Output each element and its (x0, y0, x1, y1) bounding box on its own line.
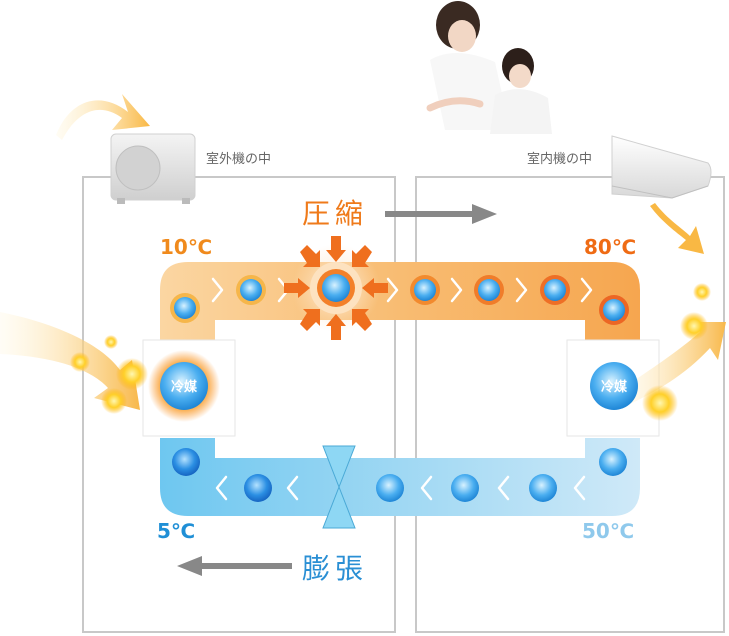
compression-label: 圧縮 (302, 197, 368, 230)
outdoor-unit-label: 室外機の中 (206, 151, 271, 167)
cold-pipe-molecules (172, 448, 627, 502)
outdoor-unit-box (82, 176, 396, 633)
expansion-label: 膨張 (302, 552, 368, 585)
compressor (284, 236, 388, 340)
indoor-hot-temp: 80℃ (584, 235, 636, 259)
indoor-ac-icon (611, 135, 712, 199)
incoming-heat-arrow (56, 94, 150, 140)
ac-airflow-arrow (650, 203, 704, 254)
compression-direction-arrow (385, 204, 497, 224)
outdoor-heat-absorb-arrow (0, 312, 140, 410)
indoor-unit-label: 室内機の中 (527, 151, 592, 167)
indoor-heat-release-arrow (620, 322, 726, 404)
hot-pipe-molecules (170, 275, 629, 325)
cold-refrigerant-pipe (160, 438, 640, 516)
indoor-cold-temp: 50℃ (582, 519, 634, 543)
indoor-unit-box (415, 176, 725, 633)
outdoor-unit-icon (110, 133, 196, 204)
expansion-direction-arrow (177, 556, 292, 576)
indoor-refrigerant-ball (590, 362, 638, 410)
outdoor-cold-temp: 5℃ (157, 519, 195, 543)
mother-child-photo (426, 1, 552, 134)
outdoor-hot-temp: 10℃ (160, 235, 212, 259)
outdoor-refrigerant-label: 冷媒 (171, 379, 198, 395)
outdoor-refrigerant-ball (160, 362, 208, 410)
expansion-valve (322, 445, 356, 529)
hot-refrigerant-pipe (160, 262, 640, 340)
cold-flow-chevrons (215, 475, 586, 501)
heat-particles (70, 283, 711, 421)
indoor-refrigerant-label: 冷媒 (601, 379, 628, 395)
